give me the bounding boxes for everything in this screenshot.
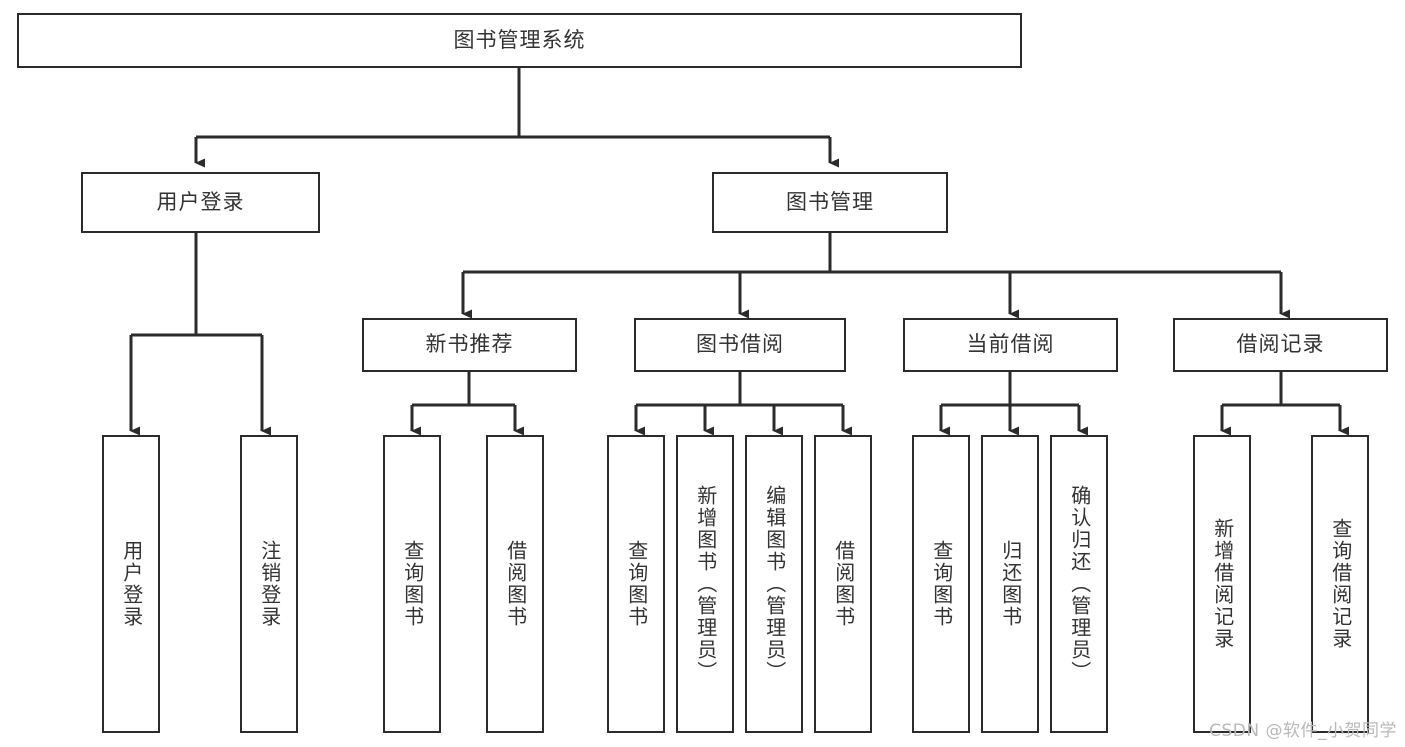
node-book-borrow[interactable]: 图书借阅 [634,318,846,372]
node-leaf-borrow-book-2-label: 借阅图书 [831,540,856,628]
node-leaf-borrow-book-2[interactable]: 借阅图书 [814,435,872,733]
node-leaf-return-book[interactable]: 归还图书 [981,435,1039,733]
node-leaf-confirm-return-admin[interactable]: 确认归还（管理员） [1050,435,1108,733]
node-book-management[interactable]: 图书管理 [712,172,948,233]
node-leaf-query-borrow-record-label: 查询借阅记录 [1328,518,1353,650]
node-leaf-query-book-2-label: 查询图书 [624,540,649,628]
node-leaf-user-login[interactable]: 用户登录 [102,435,160,733]
node-leaf-query-book-1-label: 查询图书 [400,540,425,628]
node-borrow-record[interactable]: 借阅记录 [1173,318,1388,372]
node-leaf-add-borrow-record-label: 新增借阅记录 [1210,518,1235,650]
node-leaf-logout-login-label: 注销登录 [257,540,282,628]
node-current-borrow-label: 当前借阅 [966,332,1055,357]
node-leaf-query-book-3-label: 查询图书 [929,540,954,628]
node-user-login[interactable]: 用户登录 [81,172,320,233]
node-leaf-add-book-admin[interactable]: 新增图书（管理员） [676,435,734,733]
node-leaf-confirm-return-admin-label: 确认归还（管理员） [1067,485,1092,683]
node-leaf-return-book-label: 归还图书 [998,540,1023,628]
node-new-book-recommend[interactable]: 新书推荐 [362,318,577,372]
node-leaf-query-book-3[interactable]: 查询图书 [912,435,970,733]
node-leaf-edit-book-admin-label: 编辑图书（管理员） [762,485,787,683]
node-new-book-recommend-label: 新书推荐 [425,332,514,357]
node-root-label: 图书管理系统 [453,27,586,52]
node-leaf-add-borrow-record[interactable]: 新增借阅记录 [1193,435,1251,733]
node-leaf-query-borrow-record[interactable]: 查询借阅记录 [1311,435,1369,733]
node-book-borrow-label: 图书借阅 [696,332,784,357]
node-leaf-user-login-label: 用户登录 [119,540,144,628]
watermark: CSDN @软件_小贺同学 [1209,721,1397,741]
node-book-management-label: 图书管理 [786,189,874,214]
node-current-borrow[interactable]: 当前借阅 [903,318,1118,372]
node-leaf-query-book-1[interactable]: 查询图书 [383,435,441,733]
node-user-login-label: 用户登录 [156,189,245,214]
node-leaf-query-book-2[interactable]: 查询图书 [607,435,665,733]
node-leaf-borrow-book-1-label: 借阅图书 [503,540,528,628]
node-leaf-add-book-admin-label: 新增图书（管理员） [693,485,718,683]
node-borrow-record-label: 借阅记录 [1236,332,1325,357]
node-leaf-logout-login[interactable]: 注销登录 [240,435,298,733]
node-root[interactable]: 图书管理系统 [17,13,1022,68]
node-leaf-borrow-book-1[interactable]: 借阅图书 [486,435,544,733]
node-leaf-edit-book-admin[interactable]: 编辑图书（管理员） [745,435,803,733]
